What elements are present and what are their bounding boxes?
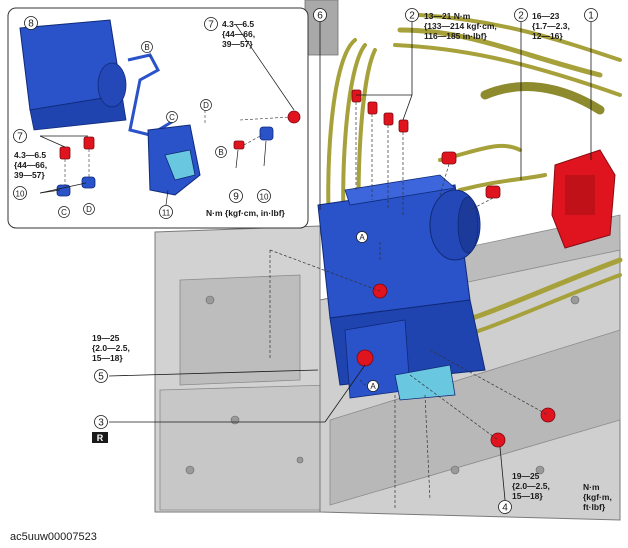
letter-b-1: B bbox=[144, 43, 149, 52]
svg-text:15—18}: 15—18} bbox=[92, 353, 123, 363]
svg-text:12—16}: 12—16} bbox=[532, 31, 563, 41]
abs-hydraulic-unit bbox=[317, 174, 486, 401]
solid-leaders bbox=[108, 22, 592, 501]
callout-10a: 10 bbox=[16, 190, 25, 199]
connector-component bbox=[551, 149, 616, 249]
inset-panel bbox=[7, 7, 309, 229]
callout-10b: 10 bbox=[260, 193, 269, 202]
callout-7a: 7 bbox=[208, 20, 214, 31]
callouts bbox=[13, 8, 598, 514]
callout-4-circle bbox=[498, 500, 512, 514]
svg-text:{133—214 kgf·cm,: {133—214 kgf·cm, bbox=[424, 21, 497, 31]
svg-text:15—18}: 15—18} bbox=[512, 491, 543, 501]
torque-7a: 4.3—6.5 {44—66, 39—57} bbox=[222, 19, 255, 49]
brake-pipes bbox=[326, 13, 623, 347]
svg-text:N·m: N·m bbox=[583, 482, 600, 492]
svg-text:ft·lbf}: ft·lbf} bbox=[583, 502, 606, 512]
torque-7b: 4.3—6.5 {44—66, 39—57} bbox=[14, 150, 47, 180]
callout-3: 3 bbox=[98, 418, 104, 429]
callout-2a: 2 bbox=[409, 11, 415, 22]
callout-2a-circle bbox=[405, 8, 419, 22]
letter-c-2: C bbox=[61, 208, 67, 217]
svg-text:4.3—6.5: 4.3—6.5 bbox=[14, 150, 46, 160]
main-unit-label: N·m {kgf·m, ft·lbf} bbox=[583, 482, 612, 512]
callout-10b-circle bbox=[257, 189, 271, 203]
inset-unit-label: N·m {kgf·cm, in·lbf} bbox=[206, 208, 286, 218]
torque-4: 19—25 {2.0—2.5, 15—18} bbox=[512, 471, 550, 501]
callout-6: 6 bbox=[317, 11, 323, 22]
svg-text:{1.7—2.3,: {1.7—2.3, bbox=[532, 21, 570, 31]
callout-3-circle bbox=[94, 415, 108, 429]
dashed-leaders bbox=[269, 102, 549, 510]
callout-7b: 7 bbox=[17, 132, 23, 143]
letter-c-1: C bbox=[169, 113, 175, 122]
right-side-badge: R bbox=[92, 432, 108, 443]
torque-5: 19—25 {2.0—2.5, 15—18} bbox=[92, 333, 130, 363]
torque-2b: 16—23 {1.7—2.3, 12—16} bbox=[532, 11, 570, 41]
svg-text:19—25: 19—25 bbox=[512, 471, 540, 481]
letter-markers bbox=[58, 41, 379, 392]
callout-4: 4 bbox=[502, 503, 508, 514]
svg-text:4.3—6.5: 4.3—6.5 bbox=[222, 19, 254, 29]
letter-a-2: A bbox=[370, 382, 376, 391]
svg-text:{44—66,: {44—66, bbox=[222, 29, 255, 39]
callout-5: 5 bbox=[98, 372, 104, 383]
svg-text:16—23: 16—23 bbox=[532, 11, 560, 21]
svg-text:116—185 in·lbf}: 116—185 in·lbf} bbox=[424, 31, 488, 41]
callout-7a-circle bbox=[204, 17, 218, 31]
letter-d-2: D bbox=[86, 205, 92, 214]
svg-text:R: R bbox=[97, 433, 104, 443]
letter-a-1: A bbox=[359, 233, 365, 242]
svg-text:{2.0—2.5,: {2.0—2.5, bbox=[512, 481, 550, 491]
callout-11-circle bbox=[159, 205, 173, 219]
callout-9: 9 bbox=[233, 192, 239, 203]
fittings bbox=[351, 89, 556, 448]
svg-text:39—57}: 39—57} bbox=[222, 39, 253, 49]
svg-text:{2.0—2.5,: {2.0—2.5, bbox=[92, 343, 130, 353]
callout-11: 11 bbox=[162, 209, 171, 218]
callout-9-circle bbox=[229, 189, 243, 203]
callout-2b: 2 bbox=[518, 11, 524, 22]
svg-text:{44—66,: {44—66, bbox=[14, 160, 47, 170]
svg-text:{kgf·m,: {kgf·m, bbox=[583, 492, 612, 502]
callout-numbers: 1 2 2 3 4 5 6 7 7 8 9 10 10 11 bbox=[16, 11, 595, 514]
letter-d-1: D bbox=[203, 101, 209, 110]
torque-2a: 13—21 N·m {133—214 kgf·cm, 116—185 in·lb… bbox=[424, 11, 497, 41]
svg-text:13—21 N·m: 13—21 N·m bbox=[424, 11, 471, 21]
callout-2b-circle bbox=[514, 8, 528, 22]
callout-7b-circle bbox=[13, 129, 27, 143]
svg-text:19—25: 19—25 bbox=[92, 333, 120, 343]
letter-b-2: B bbox=[218, 148, 223, 157]
callout-1: 1 bbox=[588, 11, 594, 22]
figure-code: ac5uuw00007523 bbox=[10, 531, 97, 543]
callout-5-circle bbox=[94, 369, 108, 383]
svg-text:39—57}: 39—57} bbox=[14, 170, 45, 180]
callout-1-circle bbox=[584, 8, 598, 22]
callout-8-circle bbox=[24, 16, 38, 30]
callout-8: 8 bbox=[28, 19, 34, 30]
letter-texts: B B C C D D A A bbox=[61, 43, 376, 391]
callout-10a-circle bbox=[13, 186, 27, 200]
callout-6-circle bbox=[313, 8, 327, 22]
